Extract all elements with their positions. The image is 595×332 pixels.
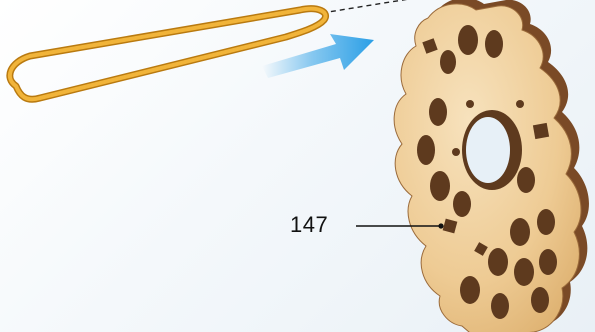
- dashed-guide-line: [322, 0, 440, 13]
- wooden-gear-plate: [394, 0, 589, 332]
- part-number-label: 147: [290, 212, 328, 238]
- rubber-band-icon: [10, 9, 326, 100]
- leader-dot: [438, 223, 443, 228]
